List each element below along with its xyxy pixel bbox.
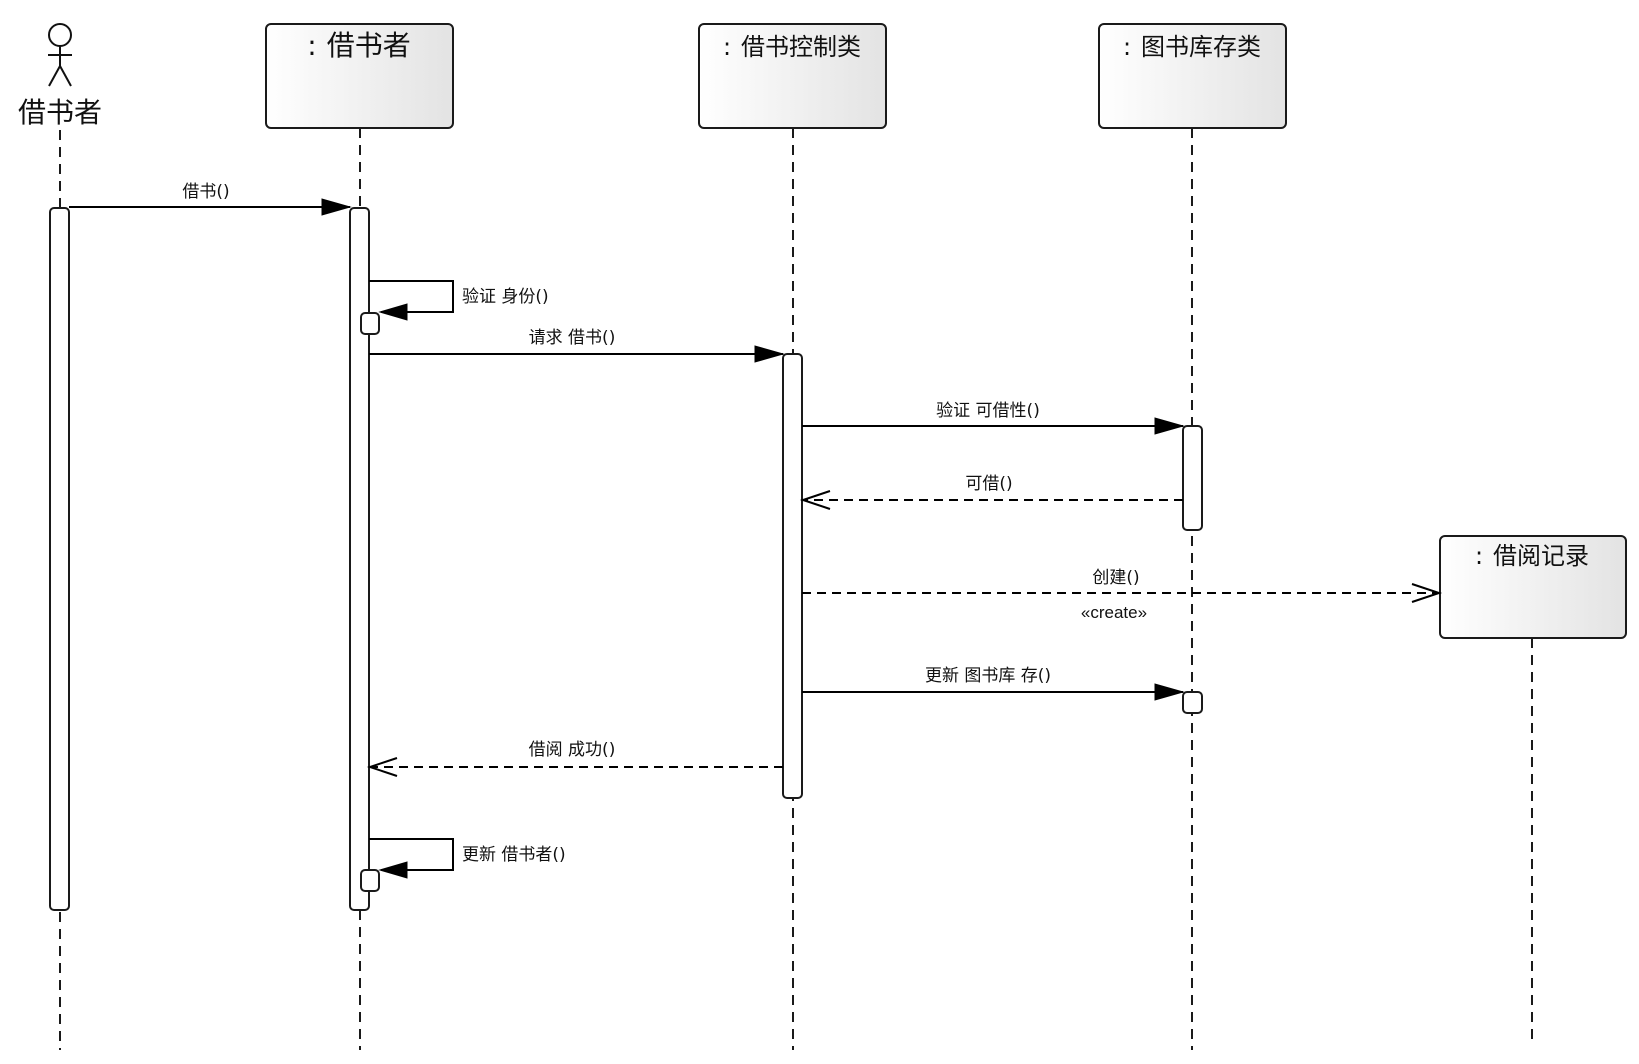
activation-actor-borrower bbox=[49, 207, 70, 911]
message-label: 借书() bbox=[182, 182, 229, 202]
filled-arrowhead-icon bbox=[321, 198, 352, 216]
svg-text::图书库存类: : 图书库存类 bbox=[1123, 33, 1261, 61]
object-record[interactable]: : 借阅记录 bbox=[1439, 535, 1627, 639]
message-borrow[interactable]: 借书() bbox=[69, 182, 352, 216]
activation-self-verify-identity bbox=[360, 312, 380, 335]
object-borrower[interactable]: : 借书者 bbox=[265, 23, 454, 129]
object-inventory[interactable]: : 图书库存类 bbox=[1098, 23, 1287, 129]
message-label: 验证 身份() bbox=[462, 287, 549, 307]
object-name: 借书者 bbox=[327, 29, 411, 62]
activation-controller bbox=[782, 353, 803, 799]
object-prefix: : bbox=[723, 33, 731, 61]
message-update-inventory[interactable]: 更新 图书库 存() bbox=[802, 666, 1185, 701]
message-label: 验证 可借性() bbox=[936, 401, 1040, 421]
filled-arrowhead-icon bbox=[1154, 683, 1185, 701]
message-borrow-success-return[interactable]: 借阅 成功() bbox=[366, 740, 783, 777]
filled-arrowhead-icon bbox=[754, 345, 785, 363]
object-prefix: : bbox=[307, 29, 316, 62]
object-prefix: : bbox=[1123, 33, 1131, 61]
message-label: 更新 借书者() bbox=[462, 845, 566, 865]
svg-text::借阅记录: : 借阅记录 bbox=[1475, 542, 1589, 570]
svg-text::借书控制类: : 借书控制类 bbox=[723, 33, 861, 61]
activation-self-update-borrower bbox=[360, 869, 380, 892]
filled-arrowhead-icon bbox=[378, 861, 408, 879]
message-label: 请求 借书() bbox=[529, 328, 616, 348]
svg-text::借书者: : 借书者 bbox=[307, 29, 410, 62]
filled-arrowhead-icon bbox=[1154, 417, 1185, 435]
actor-borrower[interactable]: 借书者 bbox=[18, 23, 102, 129]
message-label: 创建() bbox=[1092, 568, 1139, 588]
object-name: 借阅记录 bbox=[1493, 542, 1589, 570]
message-verify-identity[interactable]: 验证 身份() bbox=[369, 280, 549, 321]
message-label: 更新 图书库 存() bbox=[925, 666, 1051, 686]
open-arrowhead-icon bbox=[366, 757, 398, 777]
message-available-return[interactable]: 可借() bbox=[799, 474, 1183, 510]
message-verify-availability[interactable]: 验证 可借性() bbox=[802, 401, 1185, 435]
message-label: 借阅 成功() bbox=[529, 740, 616, 760]
object-name: 图书库存类 bbox=[1141, 33, 1261, 61]
activation-borrower bbox=[349, 207, 370, 911]
open-arrowhead-icon bbox=[1411, 583, 1443, 603]
message-label: 可借() bbox=[965, 474, 1012, 494]
object-name: 借书控制类 bbox=[741, 33, 861, 61]
message-request-borrow[interactable]: 请求 借书() bbox=[369, 328, 785, 363]
activation-inventory-update bbox=[1182, 691, 1203, 714]
message-create-record[interactable]: 创建() «create» bbox=[802, 568, 1443, 622]
activation-inventory bbox=[1182, 425, 1203, 531]
message-update-borrower[interactable]: 更新 借书者() bbox=[369, 838, 566, 879]
open-arrowhead-icon bbox=[799, 490, 831, 510]
object-controller[interactable]: : 借书控制类 bbox=[698, 23, 887, 129]
filled-arrowhead-icon bbox=[378, 303, 408, 321]
create-stereotype: «create» bbox=[1081, 603, 1147, 622]
stick-figure-actor-icon bbox=[48, 23, 72, 87]
actor-label: 借书者 bbox=[18, 96, 102, 129]
object-prefix: : bbox=[1475, 542, 1483, 570]
